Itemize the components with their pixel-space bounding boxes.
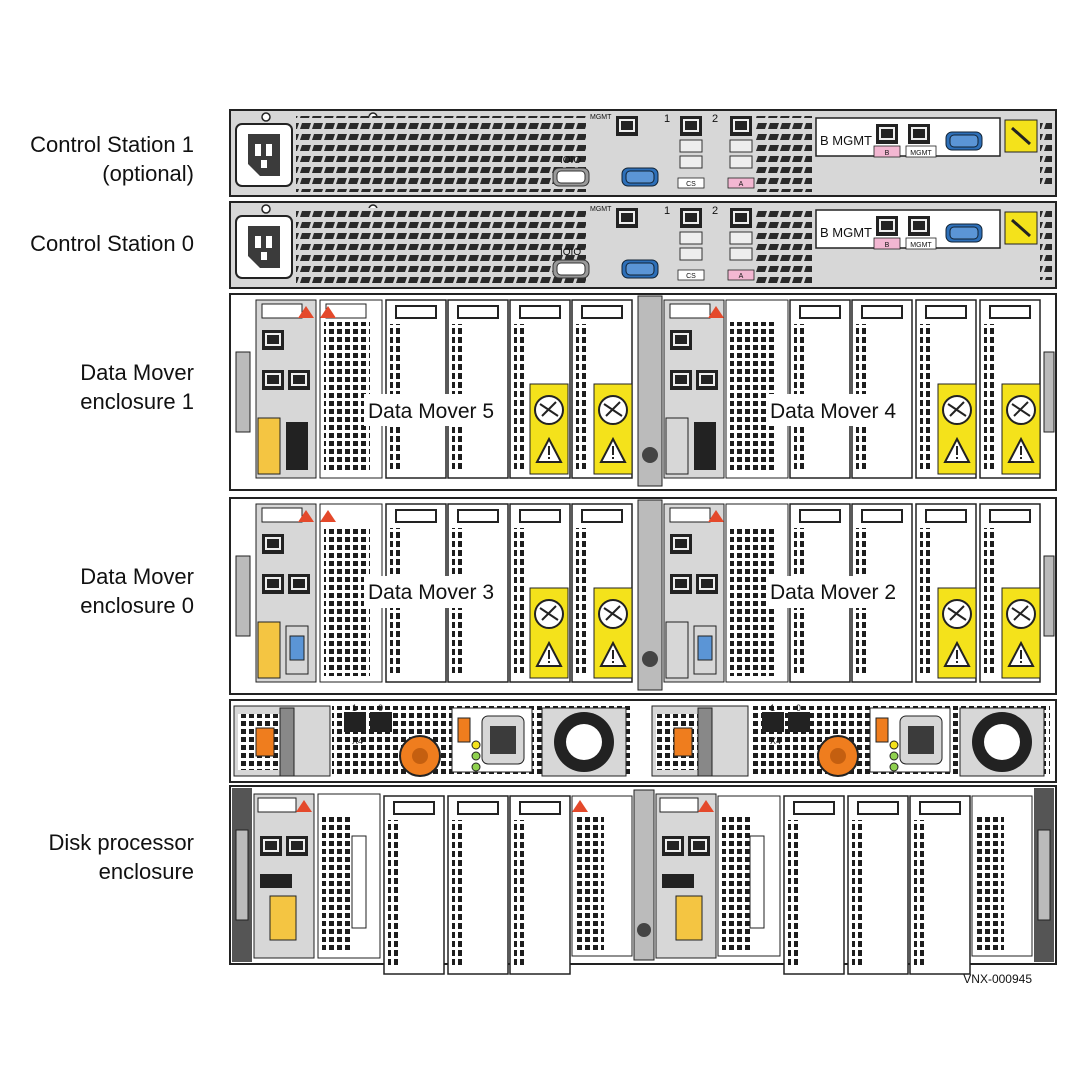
label-disk-processor-enclosure: Disk processor enclosure — [49, 828, 194, 886]
data-mover-enclosure-1: Data Mover 5 Data Mover 4 — [229, 293, 1057, 491]
cs0-port-2-label: 2 — [712, 205, 718, 217]
label-data-mover-enclosure-1: Data Mover enclosure 1 — [80, 358, 194, 416]
label-control-station-1: Control Station 1 (optional) — [30, 130, 194, 188]
control-station-1-chassis: MGMT 1 2 IOIO B MGMT B MGMT CS A — [229, 109, 1057, 197]
cs1-mgmt-port-label: MGMT — [590, 114, 612, 121]
label-dme1-line2: enclosure 1 — [80, 389, 194, 414]
disk-processor-enclosure — [229, 785, 1057, 975]
cs1-tag-mgmt: MGMT — [910, 150, 932, 157]
label-dme0-line2: enclosure 0 — [80, 593, 194, 618]
psu-right-port-0-label: 0 — [796, 703, 801, 713]
data-mover-enclosure-0: Data Mover 3 Data Mover 2 — [229, 497, 1057, 695]
label-control-station-0: Control Station 0 — [30, 229, 194, 258]
label-dme0-line1: Data Mover — [80, 564, 194, 589]
cs0-tag-mgmt: MGMT — [910, 242, 932, 249]
data-mover-4-label: Data Mover 4 — [770, 400, 896, 423]
cs1-tag-a: A — [739, 181, 744, 188]
data-mover-2-label: Data Mover 2 — [770, 581, 896, 604]
cs1-b-mgmt-label: B MGMT — [820, 133, 872, 148]
cs0-mgmt-port-label: MGMT — [590, 206, 612, 213]
figure-id: VNX-000945 — [963, 972, 1032, 986]
data-mover-3-label: Data Mover 3 — [368, 581, 494, 604]
cs1-port-2-label: 2 — [712, 113, 718, 125]
psu-left-port-1-label: 1 — [352, 703, 357, 713]
psu-left-port-0-label: 0 — [378, 703, 383, 713]
cs0-tag-a: A — [739, 273, 744, 280]
cs1-tag-b: B — [885, 150, 890, 157]
cs1-tag-cs: CS — [686, 181, 696, 188]
data-mover-5-label: Data Mover 5 — [368, 400, 494, 423]
label-data-mover-enclosure-0: Data Mover enclosure 0 — [80, 562, 194, 620]
cs0-port-1-label: 1 — [664, 205, 670, 217]
label-dpe-line1: Disk processor — [48, 830, 194, 855]
cs0-tag-b: B — [885, 242, 890, 249]
power-supply-row: 1 0 X4 1 0 X4 — [229, 699, 1057, 783]
label-dme1-line1: Data Mover — [80, 360, 194, 385]
cs0-tag-cs: CS — [686, 273, 696, 280]
cs1-port-1-label: 1 — [664, 113, 670, 125]
control-station-0-chassis: MGMT 1 2 IOIO B MGMT B MGMT CS A — [229, 201, 1057, 289]
cs0-b-mgmt-label: B MGMT — [820, 225, 872, 240]
cs1-serial-label: IOIO — [560, 155, 581, 166]
label-control-station-0-name: Control Station 0 — [30, 231, 194, 256]
label-control-station-1-optional: (optional) — [102, 161, 194, 186]
psu-right-port-1-label: 1 — [770, 703, 775, 713]
psu-left-x4-label: X4 — [352, 736, 363, 746]
psu-right-x4-label: X4 — [770, 736, 781, 746]
label-dpe-line2: enclosure — [98, 859, 194, 884]
cs0-serial-label: IOIO — [560, 247, 581, 258]
label-control-station-1-name: Control Station 1 — [30, 132, 194, 157]
